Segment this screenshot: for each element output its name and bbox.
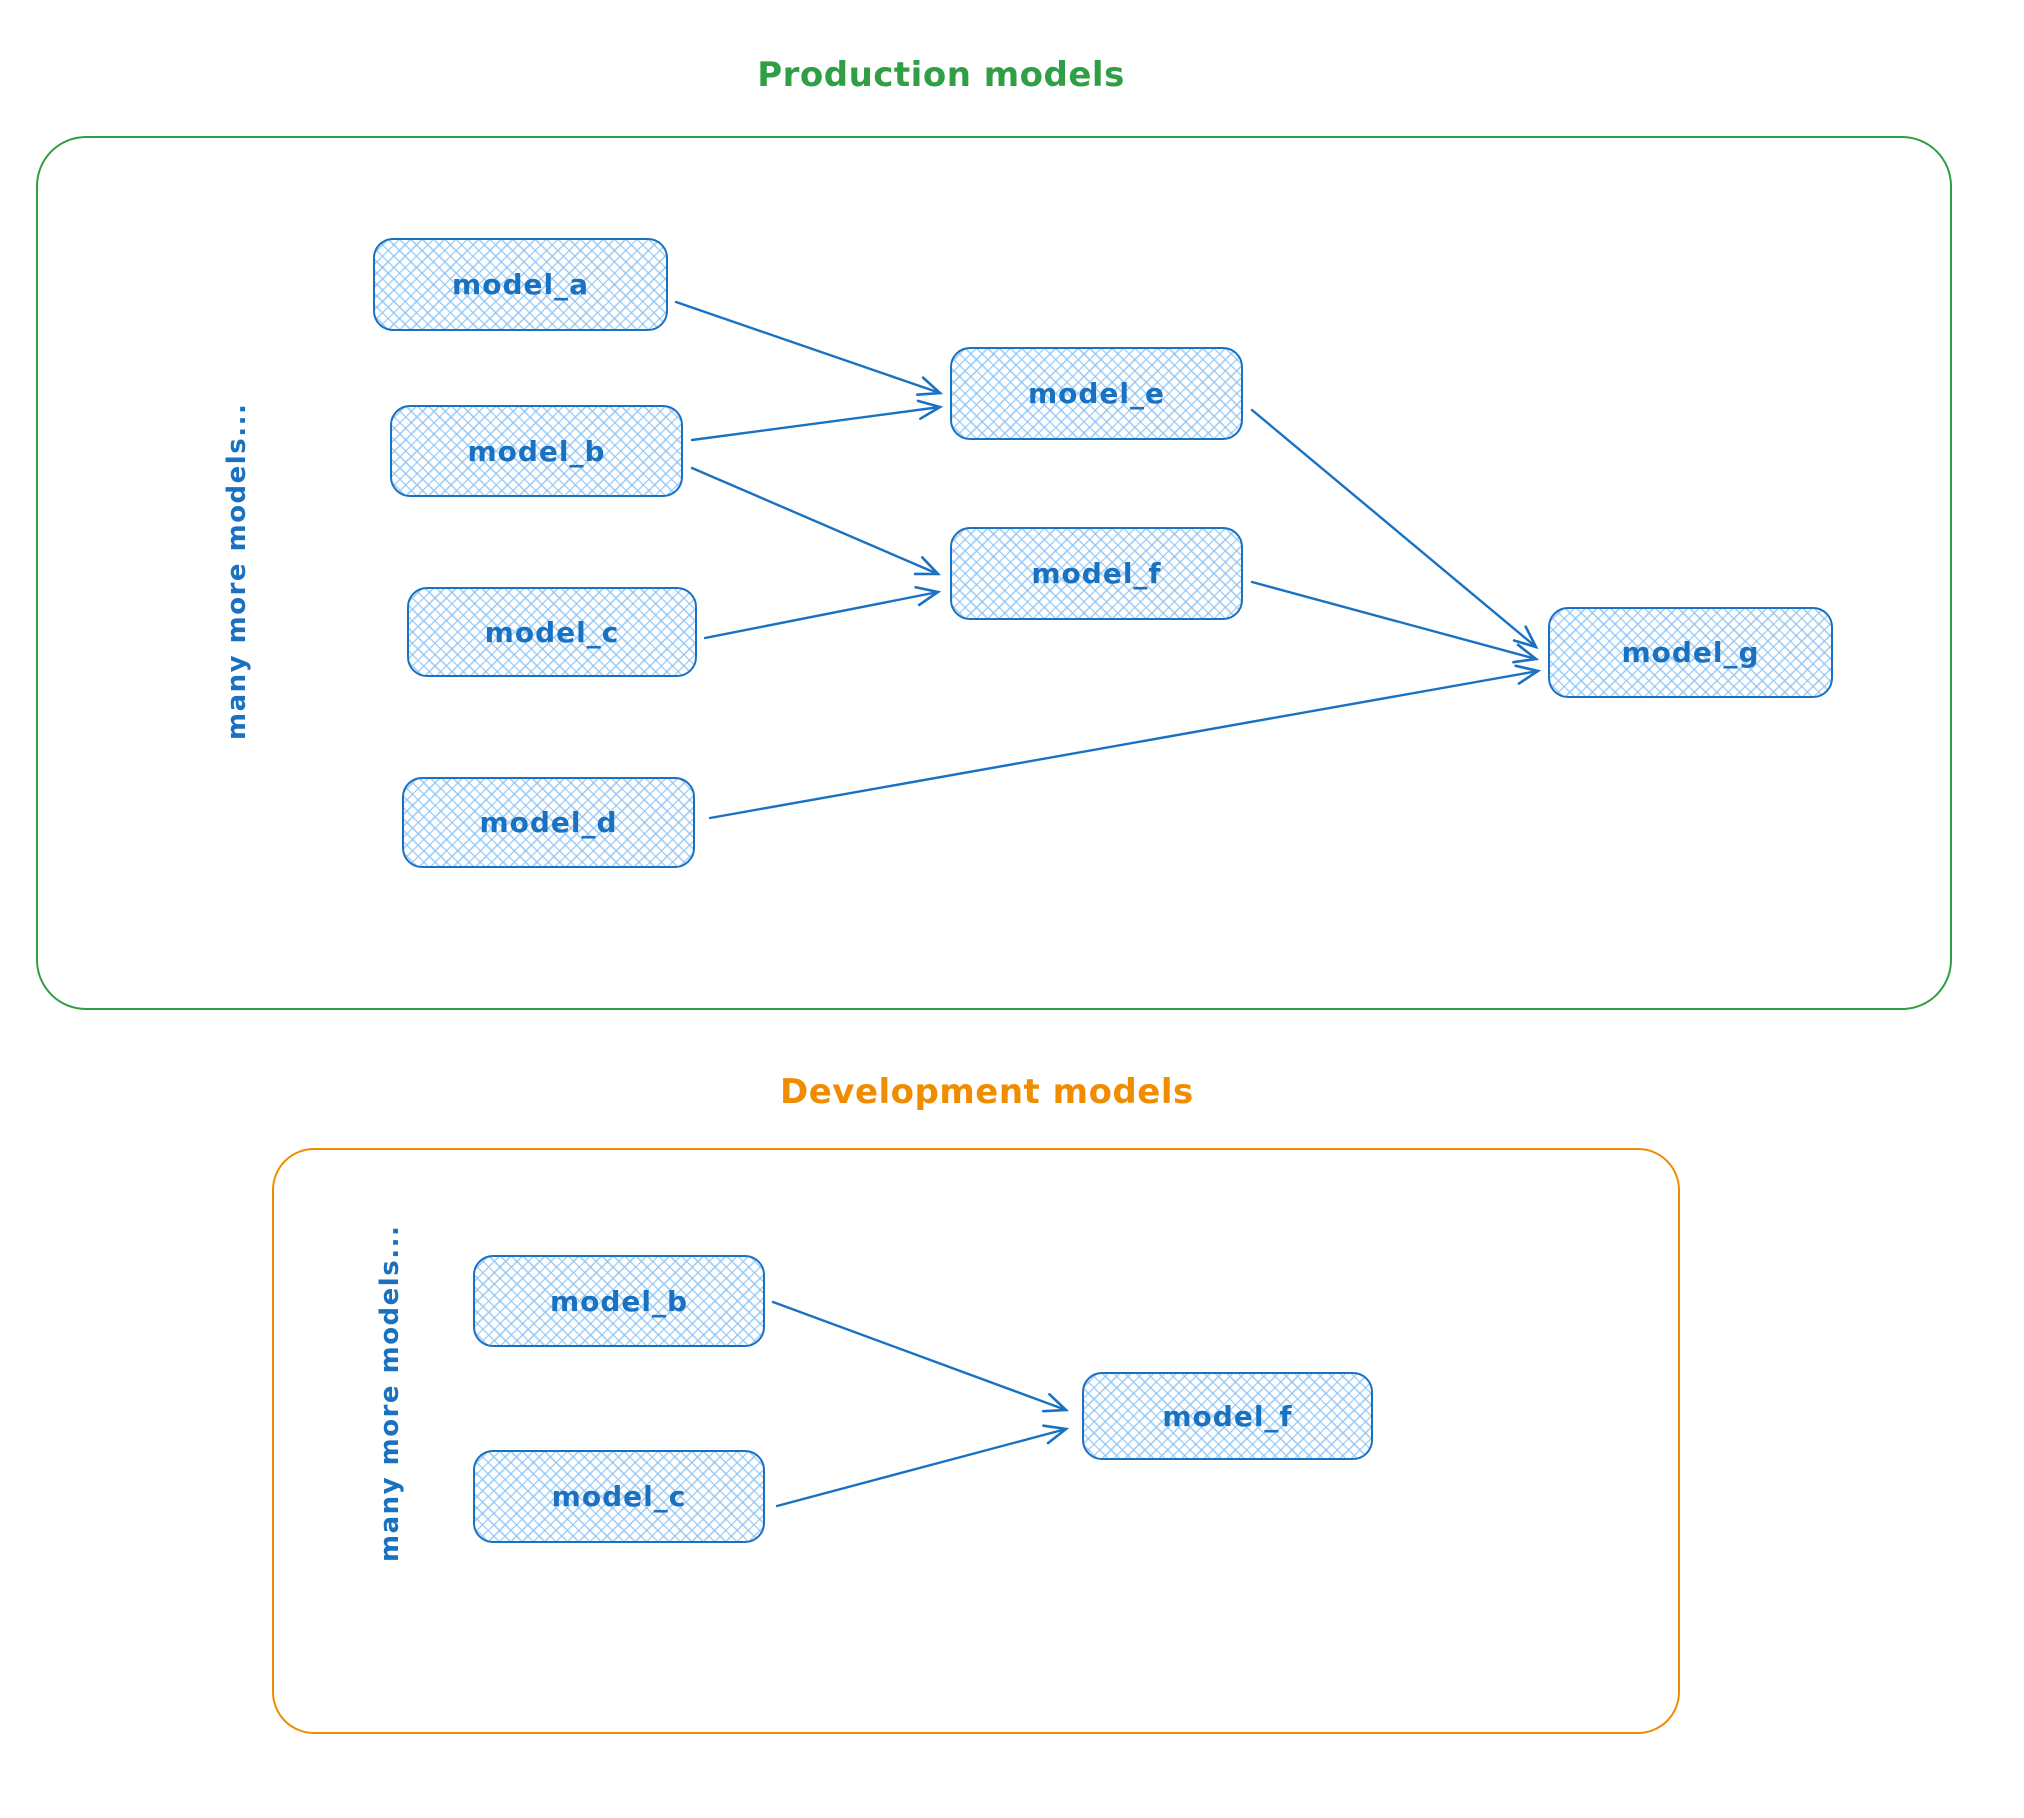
- production-side-label: many more models...: [222, 402, 252, 740]
- node-production-model-c: model_c: [407, 587, 697, 677]
- node-production-model-d: model_d: [402, 777, 695, 868]
- node-development-model-f: model_f: [1082, 1372, 1373, 1460]
- node-production-model-e: model_e: [950, 347, 1243, 440]
- production-title: Production models: [757, 55, 1125, 95]
- development-container: [272, 1148, 1680, 1734]
- node-development-model-c: model_c: [473, 1450, 765, 1543]
- node-production-model-f: model_f: [950, 527, 1243, 620]
- node-development-model-b: model_b: [473, 1255, 765, 1347]
- node-production-model-b: model_b: [390, 405, 683, 497]
- production-container: [36, 136, 1952, 1010]
- node-production-model-g: model_g: [1548, 607, 1833, 698]
- development-title: Development models: [780, 1072, 1194, 1112]
- development-side-label: many more models...: [375, 1224, 405, 1562]
- node-production-model-a: model_a: [373, 238, 668, 331]
